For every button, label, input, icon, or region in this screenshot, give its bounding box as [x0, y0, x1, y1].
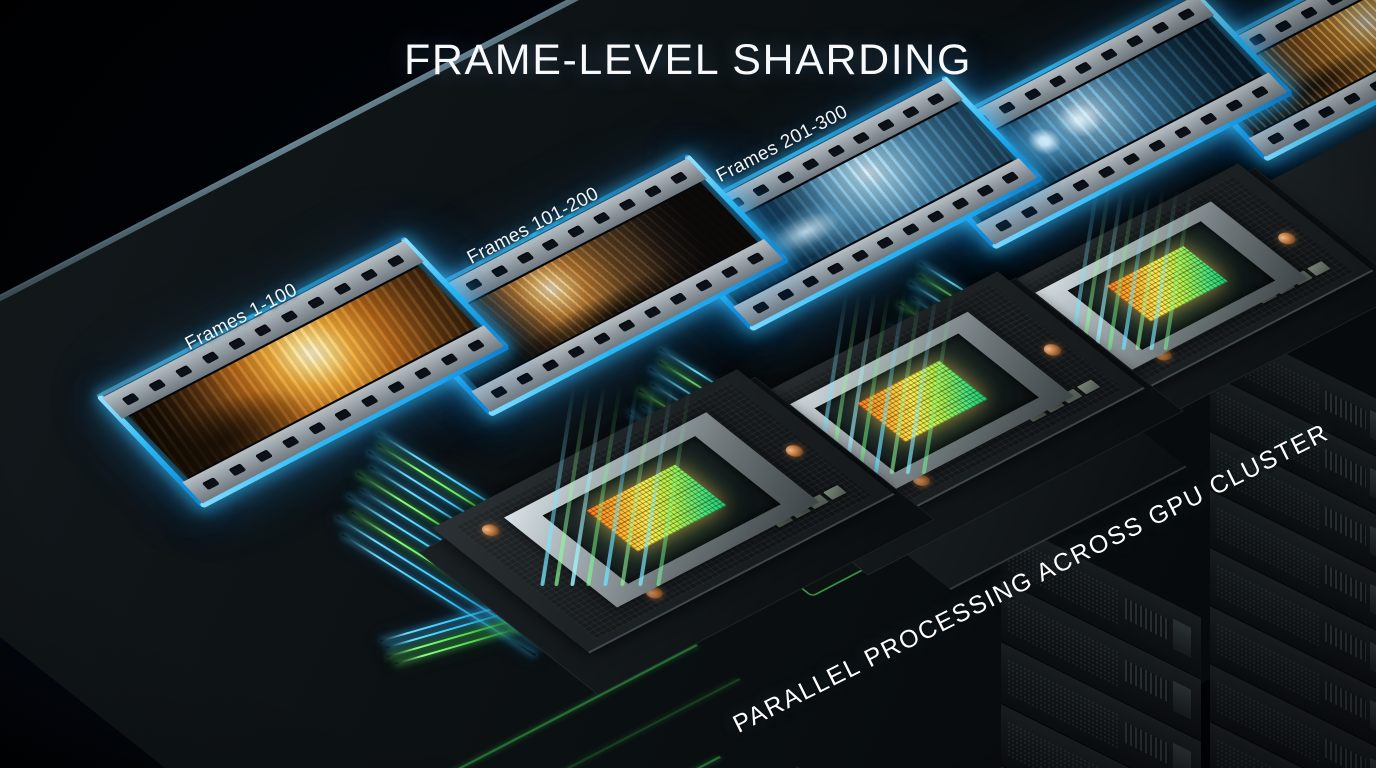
gpu-die — [1106, 245, 1228, 322]
page-title: FRAME-LEVEL SHARDING — [403, 36, 972, 84]
gpu-die — [856, 360, 989, 443]
gpu-die — [586, 464, 728, 552]
gpu-substrate — [1067, 221, 1276, 350]
gpu-substrate — [542, 435, 782, 585]
